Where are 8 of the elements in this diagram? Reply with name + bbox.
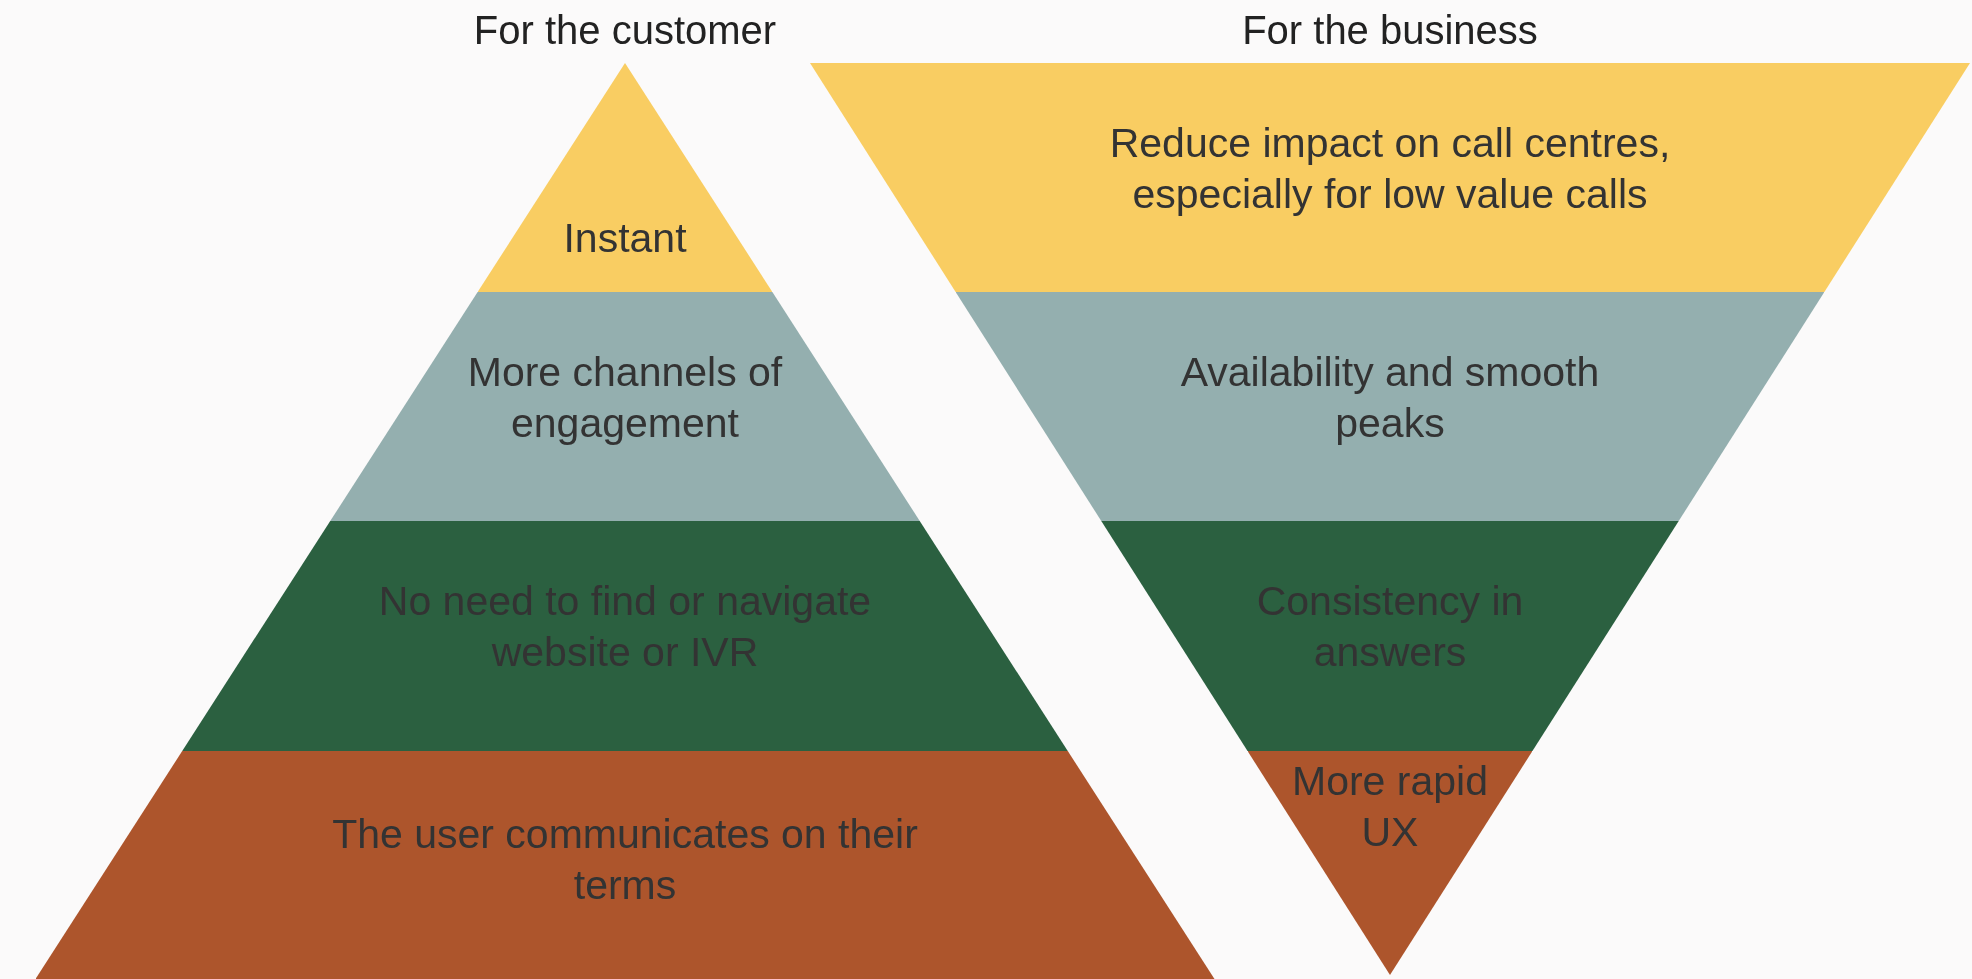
tier-label: More rapid UX [1291, 757, 1489, 858]
tier-label: Availability and smooth peaks [1179, 348, 1601, 449]
tier-label: Reduce impact on call centres, especially for low value calls [1108, 119, 1672, 220]
heading: For the customer [473, 8, 777, 53]
heading: For the business [1242, 8, 1538, 53]
tier-label: Instant [562, 214, 688, 263]
tier-label: More channels of engagement [466, 348, 784, 449]
tier-label: The user communicates on their terms [331, 810, 919, 911]
